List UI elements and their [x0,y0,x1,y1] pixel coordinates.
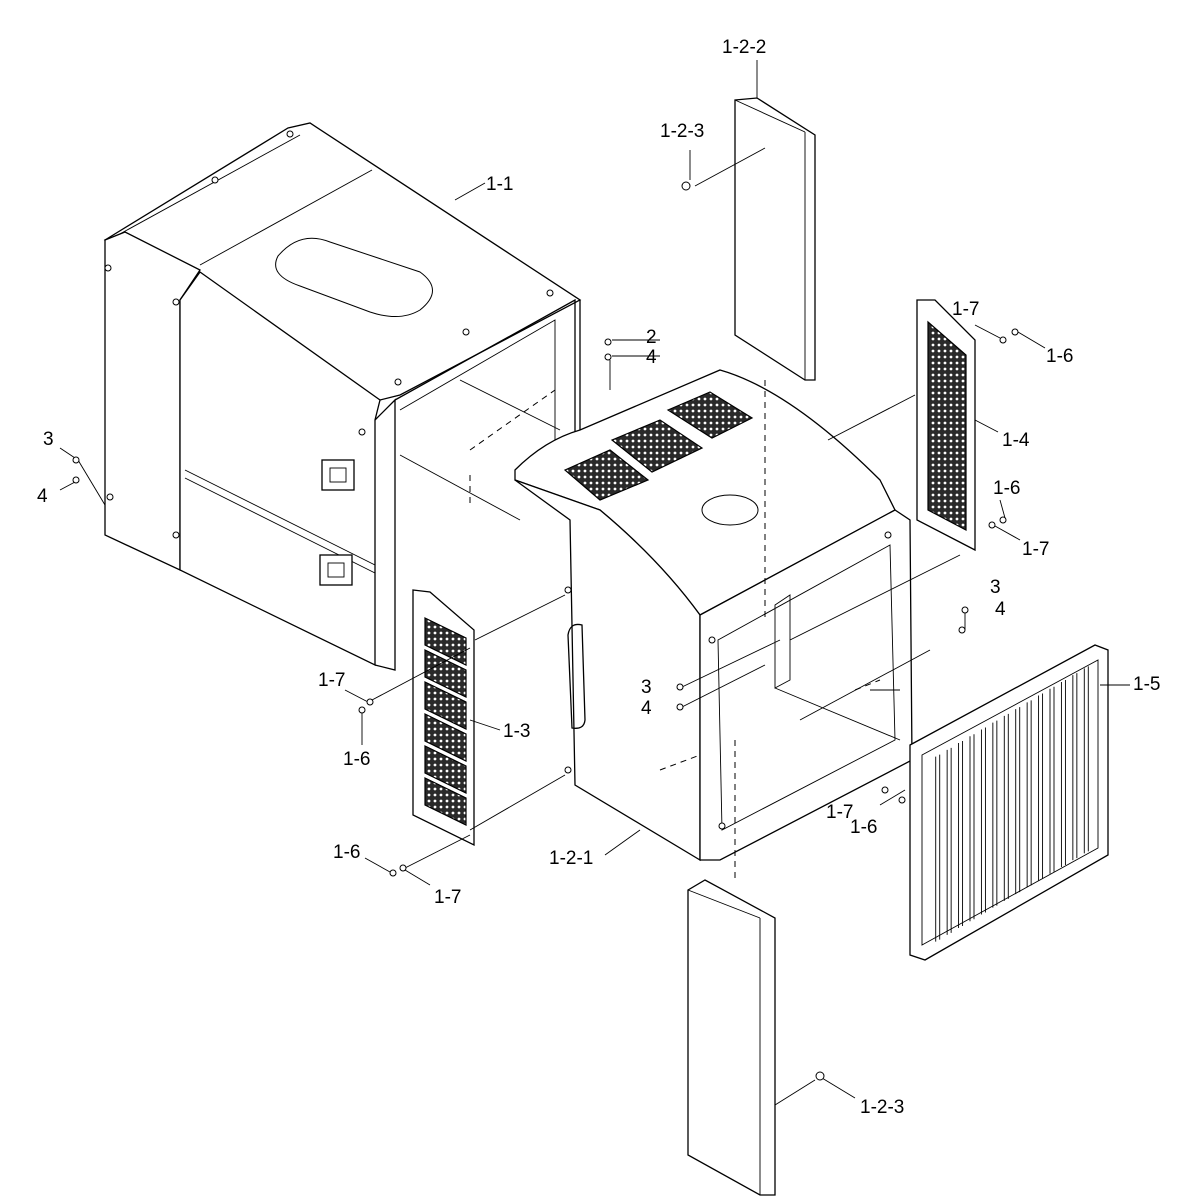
bolt-icon [961,606,969,614]
bolt-icon [999,516,1007,524]
label-1-2-3-top: 1-2-3 [660,121,704,142]
label-1-7-b: 1-7 [1022,539,1049,560]
part-1-4-side-grille [916,299,976,552]
label-4-c: 4 [995,599,1006,620]
label-2: 2 [646,327,657,348]
bolt-icon [1011,328,1019,336]
label-1-6-c: 1-6 [343,749,370,770]
label-1-3: 1-3 [503,721,530,742]
washer-icon [399,864,407,872]
washer-icon [881,786,889,794]
label-1-4: 1-4 [1002,430,1030,451]
label-1-5: 1-5 [1133,674,1160,695]
part-1-2-1-front-hood [514,369,913,862]
label-1-6-b: 1-6 [993,478,1020,499]
label-1-2-2: 1-2-2 [722,37,766,58]
part-labels: 1-2-2 1-2-3 1-1 2 4 1-7 1-6 1-4 1-6 1-7 … [37,37,1160,1118]
washer-icon [958,626,966,634]
label-1-2-1: 1-2-1 [549,848,593,869]
label-4-a: 4 [646,347,657,368]
bolt-icon [389,869,397,877]
washer-icon [72,476,80,484]
label-1-2-3-bottom: 1-2-3 [860,1097,904,1118]
bolt-icon [676,683,684,691]
washer-icon [988,521,996,529]
bolt-icon [681,181,691,191]
label-1-6-e: 1-6 [333,842,360,863]
part-1-5-louver-grille [909,644,1109,961]
bolt-icon [898,796,906,804]
washer-icon [676,703,684,711]
part-1-2-2-upper-block [734,97,816,381]
part-1-3-side-grille [412,589,475,847]
bolt-icon [72,456,80,464]
label-3-a: 3 [43,429,54,450]
bolt-icon [604,338,612,346]
bolt-icon [358,706,366,714]
label-1-1: 1-1 [486,174,513,195]
label-4-b: 4 [37,486,48,507]
part-1-2-3-lower-block [687,879,776,1196]
fasteners [72,181,1019,1081]
label-3-c: 3 [641,677,652,698]
label-1-6-d: 1-6 [850,817,877,838]
part-1-1-hood-frame [103,122,582,671]
washer-icon [604,353,612,361]
leader-lines [59,60,1130,1106]
label-1-7-a: 1-7 [952,299,979,320]
label-1-7-c: 1-7 [318,670,345,691]
washer-icon [366,698,374,706]
washer-icon [999,336,1007,344]
bolt-icon [815,1071,825,1081]
label-4-d: 4 [641,698,652,719]
label-1-6-a: 1-6 [1046,346,1073,367]
label-1-7-d: 1-7 [826,802,853,823]
label-1-7-e: 1-7 [434,887,461,908]
label-3-b: 3 [990,577,1001,598]
